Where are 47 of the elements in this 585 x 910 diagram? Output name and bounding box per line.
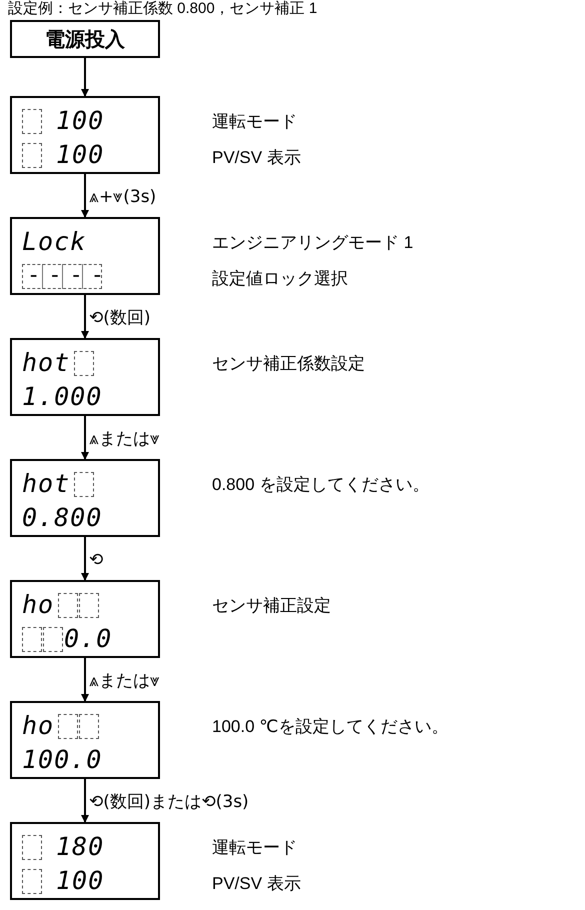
display-digits: hot [22, 348, 70, 378]
display-panel [10, 459, 160, 537]
description-text: 運転モード [212, 112, 297, 132]
edge-label: ⟲ [89, 548, 104, 570]
description-text: PV/SV 表示 [212, 874, 301, 894]
display-digits: Lock [22, 227, 86, 257]
description-text: エンジニアリングモード 1 [212, 233, 414, 253]
heading-text: 設定例：センサ補正係数 0.800，センサ補正 1 [8, 0, 318, 17]
arrow [81, 174, 89, 218]
display-panel [10, 822, 160, 900]
edge-label: ⩓+⩔(3s) [89, 186, 156, 208]
display-digits: 100 [56, 866, 104, 896]
display-digits: ho [22, 590, 54, 620]
display-digits: 100 [56, 106, 104, 136]
display-digits: 1.000 [22, 382, 102, 412]
description-text: 100.0 ℃を設定してください。 [212, 717, 448, 737]
arrow [81, 416, 89, 460]
arrow [81, 779, 89, 823]
display-digits: ho [22, 711, 54, 741]
edge-label: ⩓または⩔ [89, 428, 160, 450]
process-box [10, 20, 160, 58]
description-text: センサ補正係数設定 [212, 354, 365, 374]
display-panel [10, 217, 160, 295]
display-digits: 0.800 [22, 503, 102, 533]
description-text: センサ補正設定 [212, 596, 331, 616]
display-panel [10, 580, 160, 658]
display-panel [10, 701, 160, 779]
arrow [81, 537, 89, 581]
description-text: 運転モード [212, 838, 297, 858]
description-text: PV/SV 表示 [212, 148, 301, 168]
display-digits: ---- [22, 264, 102, 288]
display-digits: 100 [56, 140, 104, 170]
display-digits: 100.0 [22, 745, 102, 775]
arrow [81, 58, 89, 97]
box-label: 電源投入 [45, 28, 125, 52]
description-text: 0.800 を設定してください。 [212, 475, 430, 495]
display-digits: 180 [56, 832, 104, 862]
edge-label: ⩓または⩔ [89, 670, 160, 692]
display-digits: hot [22, 469, 70, 499]
display-digits: 0.0 [64, 624, 112, 654]
edge-label: ⟲(数回) [89, 306, 151, 328]
arrow [81, 658, 89, 702]
description-text: 設定値ロック選択 [212, 269, 348, 289]
edge-label: ⟲(数回)または⟲(3s) [89, 790, 249, 812]
display-panel [10, 338, 160, 416]
display-panel [10, 96, 160, 174]
arrow [81, 295, 89, 339]
